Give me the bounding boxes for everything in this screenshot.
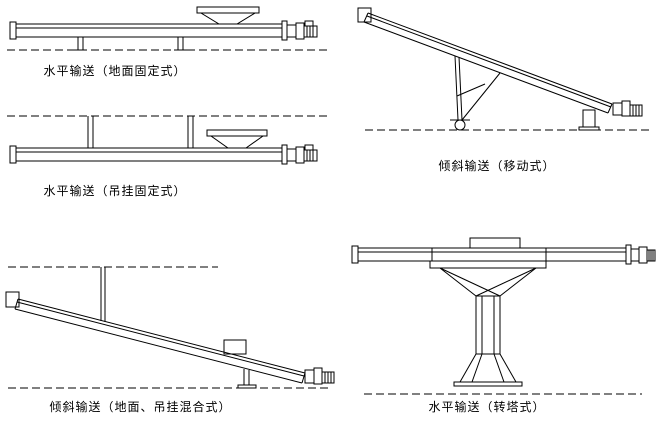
conveyor-tube (15, 147, 283, 162)
chute-box (223, 339, 247, 355)
diagram-horizontal-hanging-fixed (4, 108, 334, 180)
conveyor-tube (15, 23, 283, 38)
pedestal-column (475, 295, 501, 355)
end-cap (9, 21, 17, 40)
feed-hopper (196, 6, 260, 25)
hanger-rod (187, 116, 194, 148)
support-leg (74, 37, 87, 51)
conveyor-tube (357, 247, 627, 262)
diagram-horizontal-turret (348, 236, 656, 398)
drive-motor (625, 244, 656, 265)
feed-box (469, 237, 521, 249)
diagram-horizontal-ground-fixed (4, 4, 334, 60)
conveyor-tube (363, 12, 613, 114)
end-cap (351, 245, 359, 264)
drive-motor (281, 144, 318, 165)
inlet-box (5, 291, 20, 308)
caption-horizontal-turret: 水平输送（转塔式） (428, 400, 546, 414)
end-support-stand (578, 109, 600, 131)
caption-horizontal-hanging-fixed: 水平输送（吊挂固定式） (43, 184, 187, 198)
hanger-rod (100, 267, 106, 322)
inlet-box (357, 7, 372, 23)
diagram-inclined-mobile (350, 4, 656, 154)
support-leg (174, 37, 187, 51)
caption-inclined-mobile: 倾斜输送（移动式） (438, 159, 556, 173)
support-leg (237, 369, 257, 389)
turret-pedestal (429, 260, 547, 387)
end-cap (9, 145, 17, 164)
base-plate (453, 381, 523, 387)
diagram-inclined-ground-hanging-mixed (2, 236, 338, 396)
drive-motor (281, 20, 318, 41)
mobile-support-frame (450, 55, 501, 131)
hanger-rod (87, 116, 94, 148)
feed-hopper (206, 129, 268, 149)
conveyor-tube (14, 298, 306, 384)
drive-motor (304, 367, 335, 385)
wheel (454, 119, 466, 131)
caption-inclined-ground-hanging-mixed: 倾斜输送（地面、吊挂混合式） (49, 400, 232, 414)
caption-horizontal-ground-fixed: 水平输送（地面固定式） (43, 64, 187, 78)
drive-motor (612, 100, 643, 117)
